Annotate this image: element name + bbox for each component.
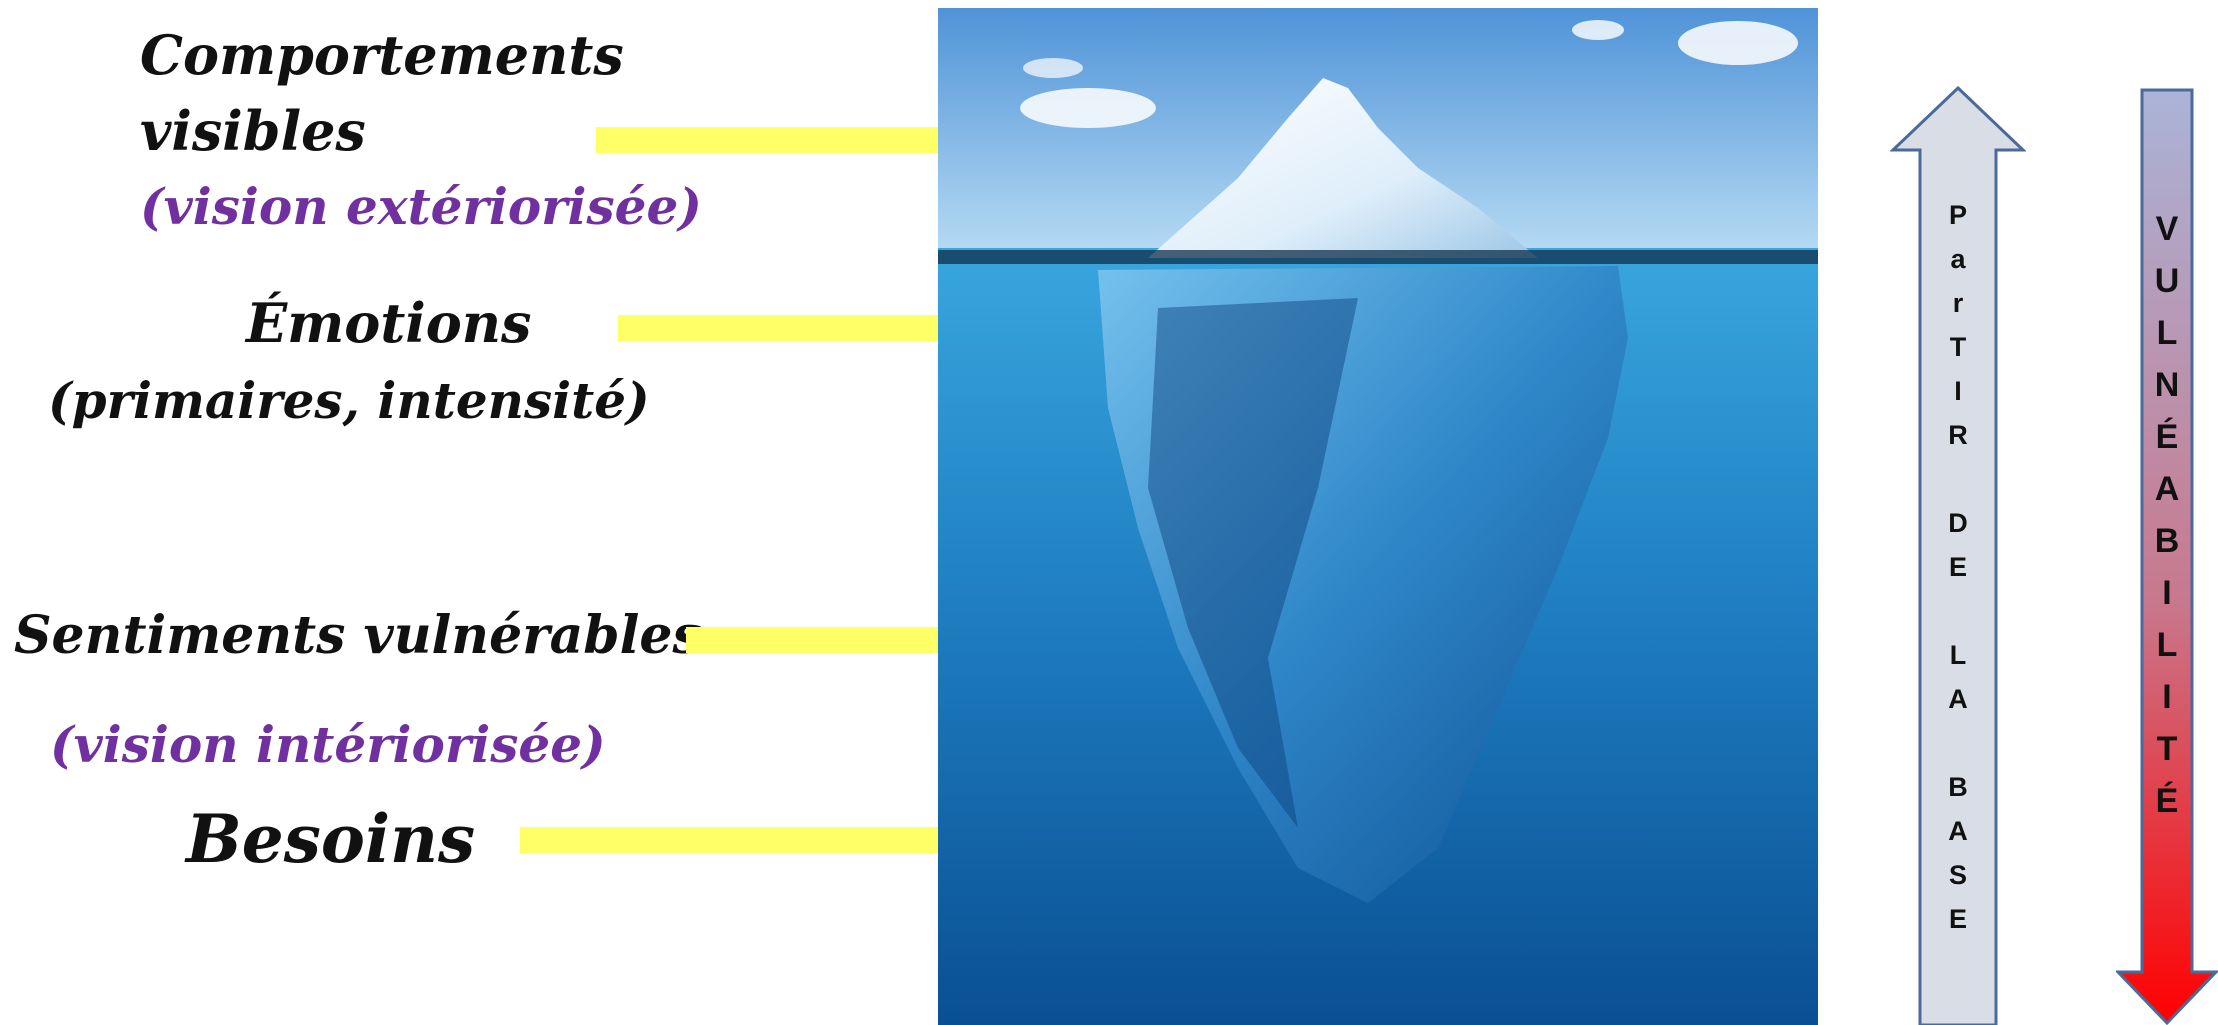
down-letter: L — [2156, 626, 2178, 664]
iceberg-underwater — [1098, 266, 1628, 903]
label-vision-exteriorisee: (vision extériorisée) — [140, 177, 702, 236]
label-besoins: Besoins — [186, 800, 476, 878]
down-letter: V — [2155, 210, 2179, 248]
up-letter: a — [1950, 244, 1966, 274]
up-letter: B — [1948, 772, 1968, 802]
label-visibles: visibles — [140, 99, 366, 163]
down-letter: I — [2162, 574, 2172, 612]
up-letter: E — [1948, 904, 1967, 934]
down-letter: A — [2154, 470, 2180, 508]
down-letter: É — [2155, 418, 2179, 456]
up-letter: I — [1954, 376, 1962, 406]
up-letter: A — [1948, 684, 1968, 714]
iceberg-tip — [1148, 78, 1538, 258]
down-arrow — [2116, 88, 2218, 1025]
down-letter: T — [2156, 730, 2178, 768]
label-vision-interiorisee: (vision intériorisée) — [50, 715, 606, 774]
down-letter: B — [2154, 522, 2180, 560]
up-letter: S — [1948, 860, 1967, 890]
label-emotions-detail: (primaires, intensité) — [48, 371, 650, 430]
up-letter: T — [1949, 332, 1967, 362]
iceberg-underwater-shadow — [1148, 298, 1358, 828]
label-emotions: Émotions — [246, 291, 532, 355]
up-letter: D — [1948, 508, 1968, 538]
up-letter: P — [1948, 200, 1967, 230]
down-letter: N — [2154, 366, 2180, 404]
up-letter: L — [1949, 640, 1967, 670]
cloud — [1020, 88, 1156, 128]
down-letter: L — [2156, 314, 2178, 352]
down-letter: U — [2154, 262, 2180, 300]
waterline — [938, 250, 1818, 264]
up-letter: A — [1948, 816, 1968, 846]
up-letter: E — [1948, 552, 1967, 582]
label-comportements: Comportements — [140, 23, 624, 87]
cloud — [1678, 21, 1798, 65]
cloud — [1572, 20, 1624, 40]
down-letter: I — [2162, 678, 2172, 716]
label-sentiments-vulnerables: Sentiments vulnérables — [14, 605, 702, 666]
up-letter: r — [1952, 288, 1964, 318]
up-arrow — [1890, 86, 2026, 1025]
iceberg-image — [938, 8, 1818, 1025]
up-letter: R — [1948, 420, 1968, 450]
cloud — [1023, 58, 1083, 78]
down-letter: É — [2155, 782, 2179, 820]
